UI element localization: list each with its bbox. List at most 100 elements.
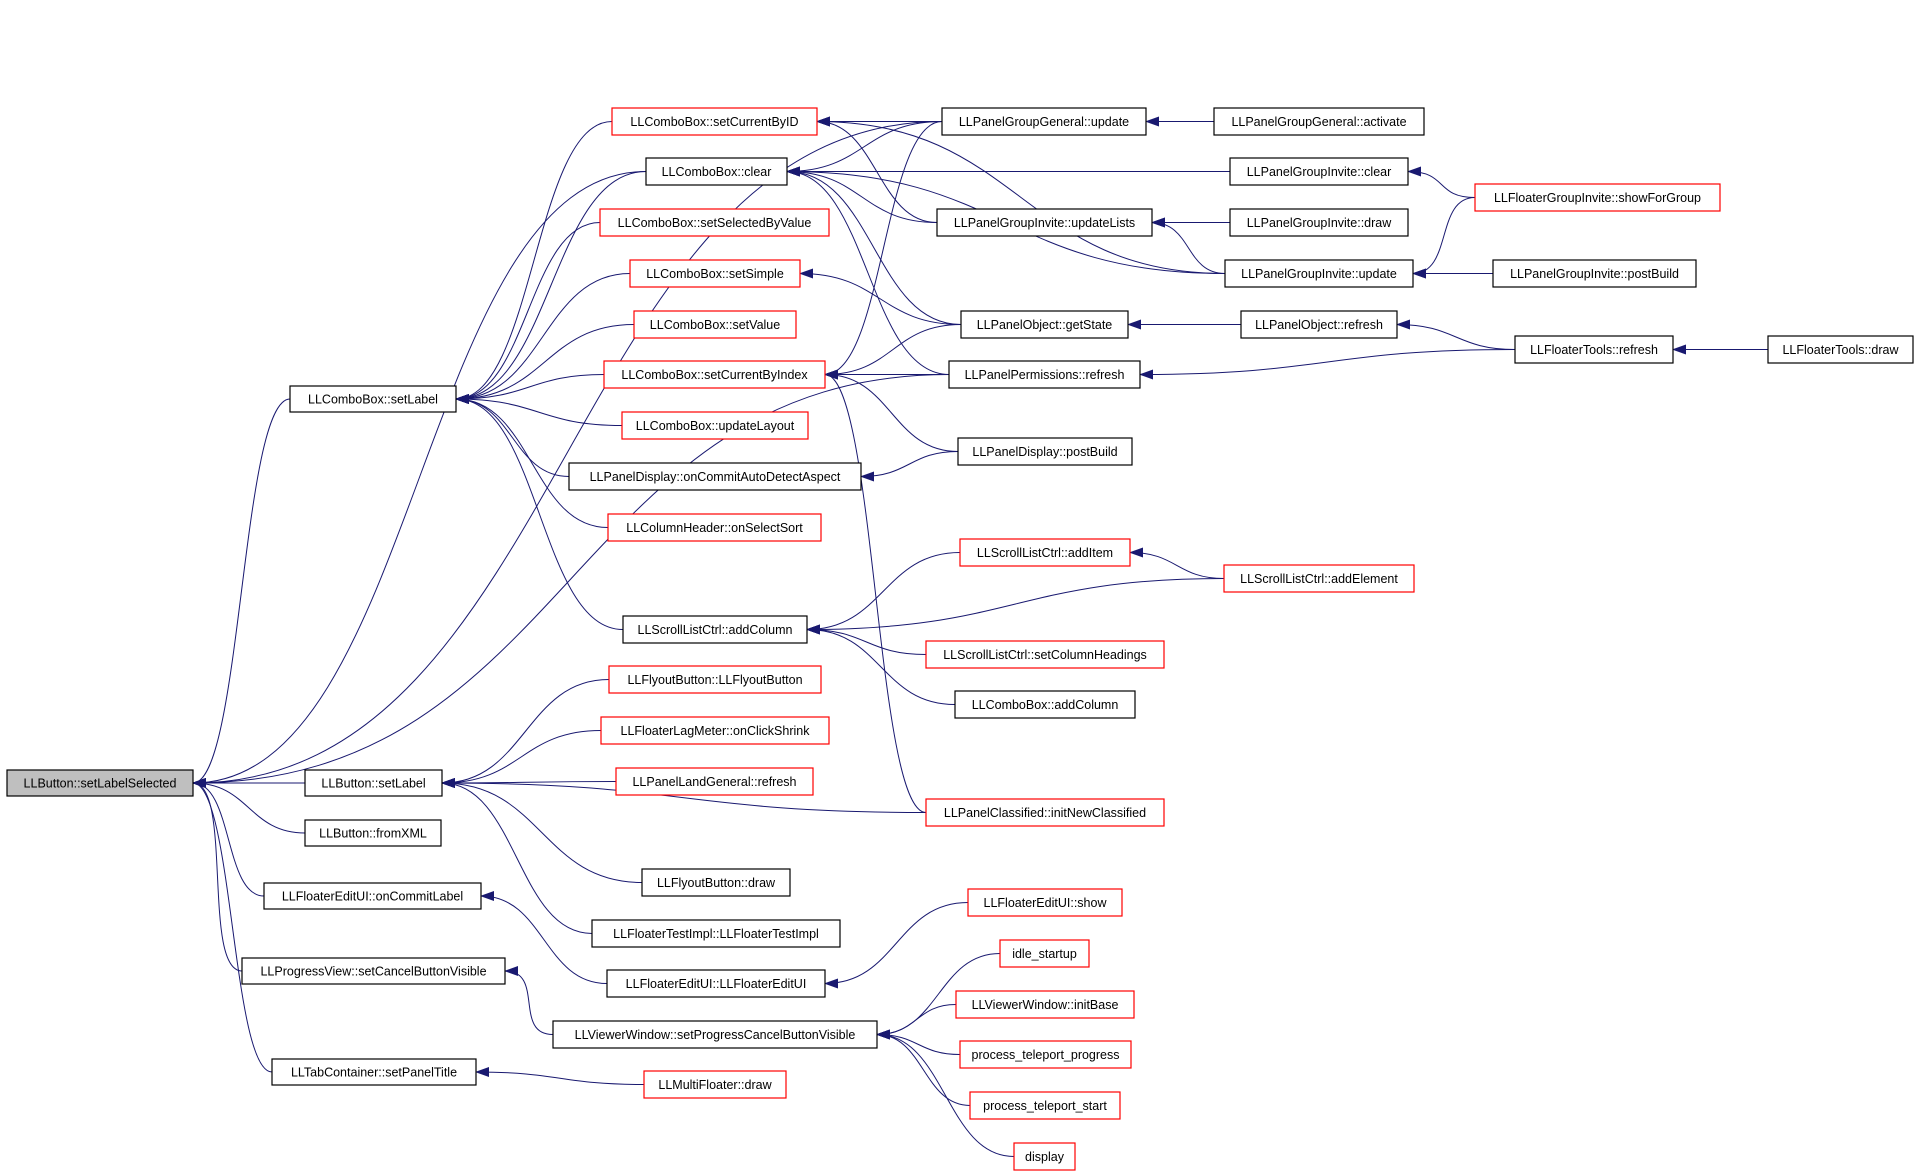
node-n33[interactable]: LLPanelClassified::initNewClassified xyxy=(925,798,1165,827)
node-box[interactable] xyxy=(304,819,442,847)
node-n29[interactable]: LLPanelDisplay::postBuild xyxy=(957,437,1133,466)
node-n16[interactable]: LLScrollListCtrl::addColumn xyxy=(622,615,808,644)
node-n15[interactable]: LLColumnHeader::onSelectSort xyxy=(607,513,822,542)
node-n42[interactable]: LLPanelGroupInvite::draw xyxy=(1229,208,1409,237)
node-box[interactable] xyxy=(599,208,830,237)
node-n23[interactable]: LLViewerWindow::setProgressCancelButtonV… xyxy=(552,1020,878,1049)
node-box[interactable] xyxy=(629,259,801,288)
node-box[interactable] xyxy=(999,939,1090,968)
node-box[interactable] xyxy=(948,360,1141,389)
node-n19[interactable]: LLPanelLandGeneral::refresh xyxy=(615,767,814,796)
node-n44[interactable]: LLPanelObject::refresh xyxy=(1240,310,1398,339)
node-box[interactable] xyxy=(925,640,1165,669)
node-box[interactable] xyxy=(6,769,194,797)
node-n25[interactable]: LLPanelGroupGeneral::update xyxy=(941,107,1147,136)
node-n7[interactable]: LLComboBox::setCurrentByID xyxy=(611,107,818,136)
node-n43[interactable]: LLPanelGroupInvite::update xyxy=(1224,259,1414,288)
node-n45[interactable]: LLScrollListCtrl::addElement xyxy=(1223,564,1415,593)
node-box[interactable] xyxy=(552,1020,878,1049)
node-n31[interactable]: LLScrollListCtrl::setColumnHeadings xyxy=(925,640,1165,669)
node-n39[interactable]: display xyxy=(1013,1142,1076,1171)
node-box[interactable] xyxy=(1492,259,1697,288)
node-box[interactable] xyxy=(959,1040,1132,1069)
node-n47[interactable]: LLPanelGroupInvite::postBuild xyxy=(1492,259,1697,288)
node-n3[interactable]: LLButton::fromXML xyxy=(304,819,442,847)
node-box[interactable] xyxy=(969,1091,1121,1120)
node-box[interactable] xyxy=(1224,259,1414,288)
node-box[interactable] xyxy=(263,882,482,910)
node-box[interactable] xyxy=(954,690,1136,719)
node-n38[interactable]: process_teleport_start xyxy=(969,1091,1121,1120)
node-box[interactable] xyxy=(1767,335,1914,364)
node-box[interactable] xyxy=(955,990,1135,1019)
node-n5[interactable]: LLProgressView::setCancelButtonVisible xyxy=(241,957,506,985)
node-n12[interactable]: LLComboBox::setCurrentByIndex xyxy=(603,360,826,389)
node-box[interactable] xyxy=(621,411,809,440)
node-box[interactable] xyxy=(608,665,822,694)
node-n40[interactable]: LLPanelGroupGeneral::activate xyxy=(1213,107,1425,136)
node-box[interactable] xyxy=(271,1058,477,1086)
node-box[interactable] xyxy=(600,716,830,745)
node-n11[interactable]: LLComboBox::setValue xyxy=(633,310,797,339)
node-box[interactable] xyxy=(960,310,1129,339)
node-box[interactable] xyxy=(304,769,443,797)
node-n46[interactable]: LLFloaterGroupInvite::showForGroup xyxy=(1474,183,1721,212)
node-n2[interactable]: LLButton::setLabel xyxy=(304,769,443,797)
node-box[interactable] xyxy=(603,360,826,389)
node-box[interactable] xyxy=(957,437,1133,466)
node-n37[interactable]: process_teleport_progress xyxy=(959,1040,1132,1069)
node-n9[interactable]: LLComboBox::setSelectedByValue xyxy=(599,208,830,237)
node-box[interactable] xyxy=(1240,310,1398,339)
node-box[interactable] xyxy=(1229,157,1409,186)
node-box[interactable] xyxy=(606,969,826,998)
node-n10[interactable]: LLComboBox::setSimple xyxy=(629,259,801,288)
node-n28[interactable]: LLPanelPermissions::refresh xyxy=(948,360,1141,389)
node-n0[interactable]: LLButton::setLabelSelected xyxy=(6,769,194,797)
node-box[interactable] xyxy=(959,538,1131,567)
node-box[interactable] xyxy=(1013,1142,1076,1171)
node-box[interactable] xyxy=(643,1070,787,1099)
node-box[interactable] xyxy=(241,957,506,985)
node-box[interactable] xyxy=(611,107,818,136)
node-n24[interactable]: LLMultiFloater::draw xyxy=(643,1070,787,1099)
node-n18[interactable]: LLFloaterLagMeter::onClickShrink xyxy=(600,716,830,745)
node-box[interactable] xyxy=(967,888,1123,917)
node-n41[interactable]: LLPanelGroupInvite::clear xyxy=(1229,157,1409,186)
node-n22[interactable]: LLFloaterEditUI::LLFloaterEditUI xyxy=(606,969,826,998)
node-box[interactable] xyxy=(615,767,814,796)
node-box[interactable] xyxy=(641,868,791,897)
node-n4[interactable]: LLFloaterEditUI::onCommitLabel xyxy=(263,882,482,910)
node-n26[interactable]: LLPanelGroupInvite::updateLists xyxy=(936,208,1153,237)
node-box[interactable] xyxy=(289,385,457,413)
node-n17[interactable]: LLFlyoutButton::LLFlyoutButton xyxy=(608,665,822,694)
node-box[interactable] xyxy=(568,462,862,491)
node-box[interactable] xyxy=(1223,564,1415,593)
node-n36[interactable]: LLViewerWindow::initBase xyxy=(955,990,1135,1019)
node-n21[interactable]: LLFloaterTestImpl::LLFloaterTestImpl xyxy=(591,919,841,948)
node-n14[interactable]: LLPanelDisplay::onCommitAutoDetectAspect xyxy=(568,462,862,491)
node-n27[interactable]: LLPanelObject::getState xyxy=(960,310,1129,339)
node-n6[interactable]: LLTabContainer::setPanelTitle xyxy=(271,1058,477,1086)
node-box[interactable] xyxy=(622,615,808,644)
node-box[interactable] xyxy=(1514,335,1674,364)
node-n8[interactable]: LLComboBox::clear xyxy=(645,157,788,186)
node-n1[interactable]: LLComboBox::setLabel xyxy=(289,385,457,413)
node-n32[interactable]: LLComboBox::addColumn xyxy=(954,690,1136,719)
node-box[interactable] xyxy=(1474,183,1721,212)
node-box[interactable] xyxy=(936,208,1153,237)
node-box[interactable] xyxy=(607,513,822,542)
node-box[interactable] xyxy=(941,107,1147,136)
node-n13[interactable]: LLComboBox::updateLayout xyxy=(621,411,809,440)
node-n49[interactable]: LLFloaterTools::draw xyxy=(1767,335,1914,364)
node-n30[interactable]: LLScrollListCtrl::addItem xyxy=(959,538,1131,567)
node-n20[interactable]: LLFlyoutButton::draw xyxy=(641,868,791,897)
node-n35[interactable]: idle_startup xyxy=(999,939,1090,968)
node-box[interactable] xyxy=(633,310,797,339)
node-n48[interactable]: LLFloaterTools::refresh xyxy=(1514,335,1674,364)
node-box[interactable] xyxy=(1213,107,1425,136)
node-box[interactable] xyxy=(925,798,1165,827)
node-box[interactable] xyxy=(591,919,841,948)
node-box[interactable] xyxy=(1229,208,1409,237)
node-box[interactable] xyxy=(645,157,788,186)
node-n34[interactable]: LLFloaterEditUI::show xyxy=(967,888,1123,917)
